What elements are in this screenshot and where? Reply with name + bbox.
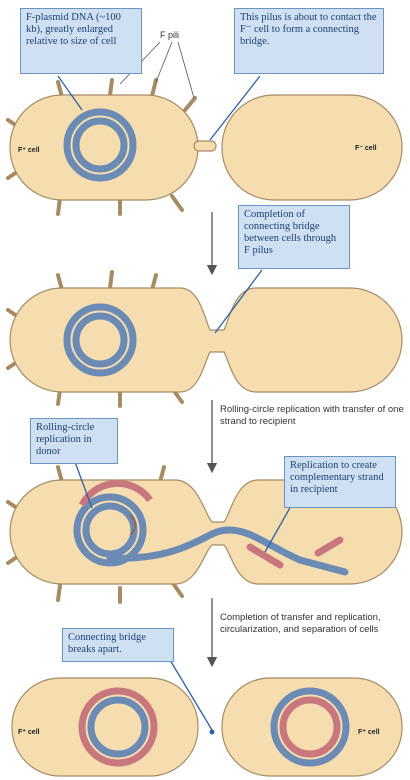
contact-pilus xyxy=(194,141,216,151)
step-text-completion: Completion of transfer and replication, … xyxy=(220,612,392,636)
replication-recipient-callout: Replication to create complementary stra… xyxy=(284,456,396,508)
panel-4: F⁺ cell F⁺ cell xyxy=(12,660,402,776)
bridge-breaks-callout: Connecting bridge breaks apart. xyxy=(62,628,174,662)
f-minus-label: F⁻ cell xyxy=(355,145,377,152)
bridge-completion-callout: Completion of connecting bridge between … xyxy=(238,205,350,269)
panel-2 xyxy=(8,270,402,406)
step-text-rolling-transfer: Rolling-circle replication with transfer… xyxy=(220,404,405,428)
plasmid-callout: F-plasmid DNA (~100 kb), greatly enlarge… xyxy=(20,8,142,74)
f-pili-label: F pili xyxy=(160,30,179,40)
rolling-circle-callout: Rolling-circle replication in donor xyxy=(30,418,118,464)
f-plus-label-right: F⁺ cell xyxy=(358,729,380,736)
pilus-contact-callout: This pilus is about to contact the F⁻ ce… xyxy=(234,8,384,74)
f-plus-label: F⁺ cell xyxy=(18,147,40,154)
f-plus-label-left: F⁺ cell xyxy=(18,729,40,736)
